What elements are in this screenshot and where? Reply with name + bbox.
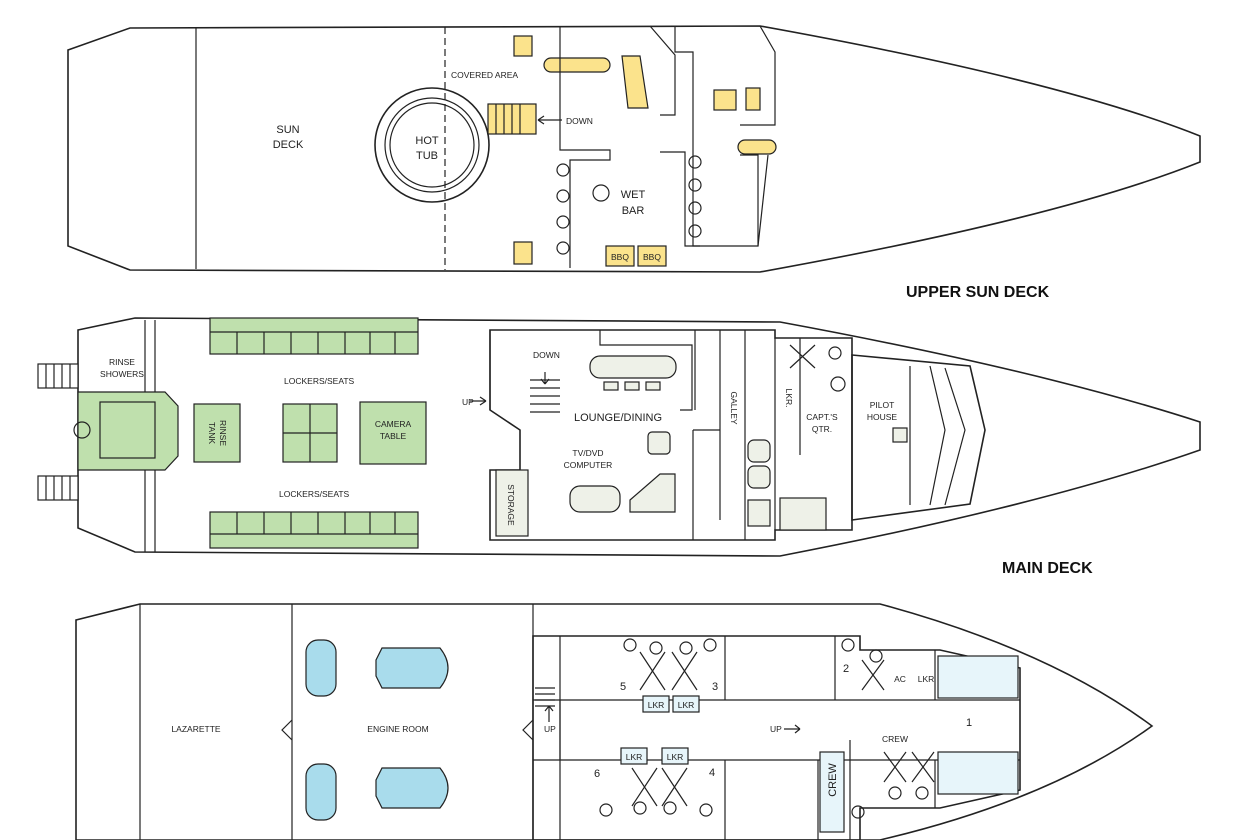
sun-deck-stairs (487, 103, 562, 135)
upper-sun-deck-title: UPPER SUN DECK (906, 284, 1050, 301)
hot-tub (374, 87, 490, 203)
cabin-5-label: 5 (620, 681, 626, 693)
lower-bunks (631, 651, 1019, 833)
lkr-label-4: LKR (667, 752, 684, 762)
sun-deck-down-label: DOWN (566, 116, 593, 126)
upper-deck-hull (67, 25, 1201, 273)
main-deck-stairs (470, 372, 560, 413)
lower-deck: LAZARETTE ENGINE ROOM UP UP LKR LKR LKR … (75, 603, 1154, 840)
engine-room-label: ENGINE ROOM (367, 724, 428, 734)
lower-cabins (532, 635, 1021, 840)
rinse-tank-label: RINSETANK (207, 420, 228, 446)
pilot-house (851, 354, 986, 521)
lkr-label: LKR. (784, 389, 794, 408)
engines (305, 639, 449, 821)
crew-small-label: CREW (882, 734, 908, 744)
lower-heads (599, 638, 929, 819)
galley-label: GALLEY (729, 391, 739, 424)
bench (543, 57, 611, 73)
cabin-4-label: 4 (709, 767, 715, 779)
lkr-label-3: LKR (626, 752, 643, 762)
cabin-6-label: 6 (594, 768, 600, 780)
lazarette-label: LAZARETTE (171, 724, 220, 734)
lockers-seats-bottom-label: LOCKERS/SEATS (279, 489, 350, 499)
camera-table (359, 401, 427, 465)
lockers-bottom (209, 511, 419, 549)
lower-up-right-label: UP (770, 724, 782, 734)
bar-stools (556, 155, 702, 255)
rinse-tank (193, 403, 241, 463)
lockers-seats-top-label: LOCKERS/SEATS (284, 376, 355, 386)
dining-table (589, 355, 677, 379)
cabin-2-label: 2 (843, 663, 849, 675)
lockers-top (209, 317, 419, 355)
stern-stairs (37, 363, 79, 501)
cabin-3-label: 3 (712, 681, 718, 693)
cabin-1-label: 1 (966, 717, 972, 729)
bar-sink (592, 184, 610, 202)
bbq-label-1: BBQ (611, 252, 629, 262)
lkr-label-5: LKR (918, 674, 935, 684)
main-up-label: UP (462, 397, 474, 407)
storage-label: STORAGE (506, 484, 516, 526)
main-deck-title: MAIN DECK (1002, 560, 1093, 577)
crew-large-label: CREW (827, 763, 839, 797)
lkr-label-2: LKR (678, 700, 695, 710)
lower-deck-hull (75, 603, 1154, 840)
rinse-shower-structure (77, 391, 179, 471)
main-down-label: DOWN (533, 350, 560, 360)
lkr-label-1: LKR (648, 700, 665, 710)
covered-area-label: COVERED AREA (451, 70, 518, 80)
ac-label: AC (894, 674, 906, 684)
bbq-label-2: BBQ (643, 252, 661, 262)
lower-up-left-label: UP (544, 724, 556, 734)
lounge-dining-label: LOUNGE/DINING (574, 412, 662, 424)
main-deck-hull (77, 317, 1201, 557)
